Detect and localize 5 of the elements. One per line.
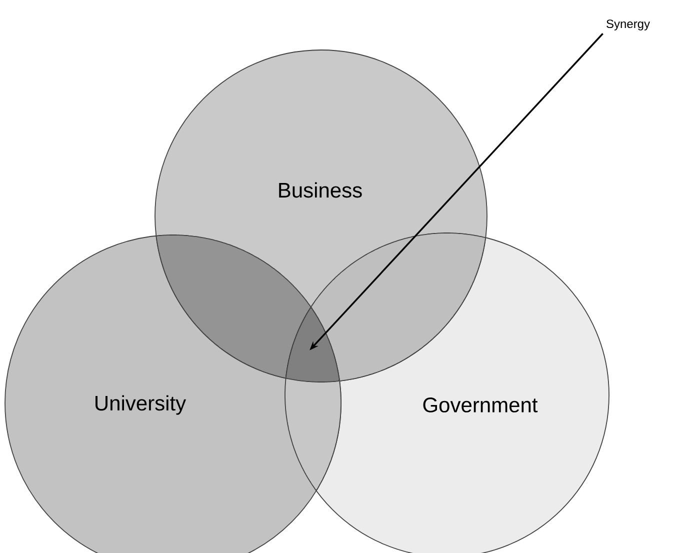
circle-label: Government — [423, 398, 538, 412]
overlap-region — [285, 307, 340, 382]
callout-text: Synergy — [606, 20, 650, 30]
circle-label: University — [96, 395, 186, 415]
circle-label: Business — [279, 182, 362, 198]
